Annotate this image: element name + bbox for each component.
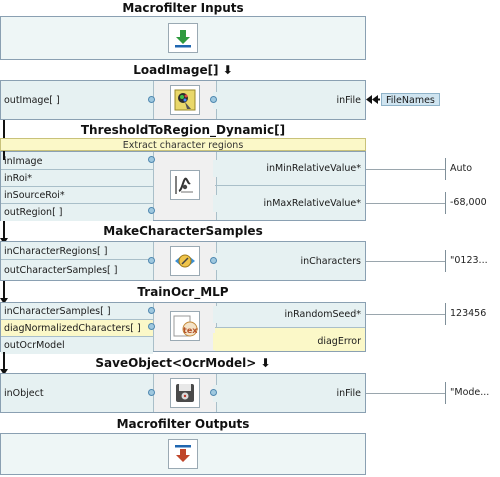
train-ocr-block[interactable]: inCharacterSamples[ ] diagNormalizedChar… [0,302,366,354]
make-samples-block[interactable]: inCharacterRegions[ ] outCharacterSample… [0,241,366,281]
characters-link [366,261,445,262]
wire-threshold-to-samples [3,221,5,241]
random-seed-field[interactable]: 123456 [445,303,500,325]
character-samples-icon [170,246,200,276]
save-disk-icon [170,378,200,408]
double-arrow-icon [366,94,380,105]
macrofilter-outputs-title: Macrofilter Outputs [116,417,250,431]
min-value-link [366,169,445,170]
load-image-title: LoadImage[] ⬇ [133,63,233,77]
image-file-icon [170,85,200,115]
train-ocr-center: text [153,303,217,351]
max-value-link [366,203,445,204]
in-max-relative-value-port[interactable]: inMaxRelativeValue* [213,195,365,212]
wire-arrow [0,298,8,304]
save-object-title: SaveObject<OcrModel> ⬇ [95,356,271,370]
macrofilter-inputs-block[interactable] [0,16,366,60]
random-seed-link [366,314,445,315]
out-image-port[interactable]: outImage[ ] [1,92,153,109]
load-image-center [153,81,217,119]
make-samples-center [153,242,217,280]
save-in-file-connector[interactable] [210,389,217,396]
save-in-file-port[interactable]: inFile [213,385,365,402]
wire-train-to-save [3,352,5,372]
in-character-samples-port[interactable]: inCharacterSamples[ ] [1,303,153,320]
macrofilter-inputs-title: Macrofilter Inputs [122,1,244,15]
out-region-connector[interactable] [148,207,155,214]
file-names-source[interactable]: FileNames [381,93,440,106]
threshold-icon [170,170,200,200]
save-object-center [153,374,217,412]
diag-error-port[interactable]: diagError [213,333,365,350]
characters-value-field[interactable]: "0123... [445,250,500,272]
macrofilter-outputs-block[interactable] [0,433,366,475]
wire-load-to-threshold [3,120,5,146]
out-character-samples-port[interactable]: outCharacterSamples[ ] [1,262,153,279]
diag-normalized-characters-connector[interactable] [148,323,155,330]
in-source-roi-port[interactable]: inSourceRoi* [1,187,153,204]
threshold-block[interactable]: inImage inRoi* inSourceRoi* outRegion[ ]… [0,151,366,221]
out-ocr-model-port[interactable]: outOcrModel [1,337,153,354]
in-random-seed-port[interactable]: inRandomSeed* [213,306,365,323]
in-min-relative-value-port[interactable]: inMinRelativeValue* [213,160,365,177]
save-object-block[interactable]: inObject inFile [0,373,366,413]
in-character-regions-port[interactable]: inCharacterRegions[ ] [1,243,153,260]
file-value-field[interactable]: "Mode... [445,382,500,404]
in-image-port[interactable]: inImage [1,153,153,170]
train-ocr-title: TrainOcr_MLP [137,285,229,299]
file-value-link [366,393,445,394]
threshold-title: ThresholdToRegion_Dynamic[] [80,123,286,137]
in-roi-port[interactable]: inRoi* [1,170,153,187]
threshold-description: Extract character regions [0,138,366,151]
in-characters-port[interactable]: inCharacters [213,253,365,270]
wire-samples-to-train [3,281,5,301]
load-image-block[interactable]: outImage[ ] inFile [0,80,366,120]
threshold-right-divider [215,185,365,186]
svg-text:text: text [183,326,198,335]
in-file-port[interactable]: inFile [213,92,365,109]
make-samples-title: MakeCharacterSamples [103,224,263,238]
wire-arrow [0,369,8,375]
out-region-port[interactable]: outRegion[ ] [1,204,153,221]
ocr-text-icon: text [170,311,200,341]
in-characters-connector[interactable] [210,257,217,264]
in-character-samples-connector[interactable] [148,307,155,314]
in-character-regions-connector[interactable] [148,257,155,264]
max-value-field[interactable]: -68,000 [445,192,500,214]
min-value-field[interactable]: Auto [445,158,500,180]
download-arrow-icon [168,23,198,53]
threshold-center [153,152,217,220]
in-image-connector[interactable] [148,156,155,163]
out-image-connector[interactable] [148,96,155,103]
diag-normalized-characters-port[interactable]: diagNormalizedCharacters[ ] [1,320,153,337]
output-arrow-icon [168,439,198,469]
in-object-port[interactable]: inObject [1,385,153,402]
in-file-connector[interactable] [210,96,217,103]
in-object-connector[interactable] [148,389,155,396]
wire-in-image [3,151,5,160]
